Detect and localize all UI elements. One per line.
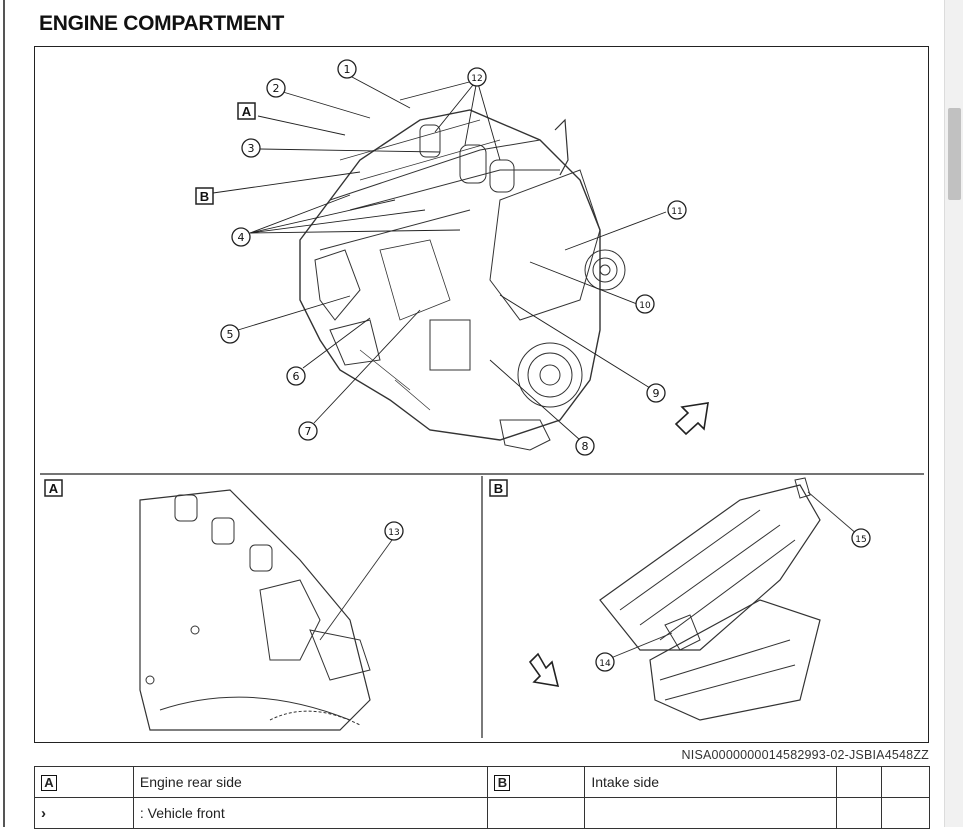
callout-1: 1 — [344, 63, 351, 76]
callout-5: 5 — [227, 328, 234, 341]
legend-cell — [584, 797, 838, 829]
callout-circles — [220, 59, 871, 672]
callout-15: 15 — [855, 535, 866, 545]
engine-block-drawing — [299, 109, 626, 451]
legend-cell — [836, 766, 882, 798]
callout-14: 14 — [599, 659, 611, 669]
legend-cell: Engine rear side — [132, 766, 489, 798]
legend-cell: Intake side — [584, 766, 838, 798]
legend-cell — [836, 797, 882, 829]
callout-13: 13 — [388, 528, 399, 538]
legend-cell: › — [34, 797, 134, 829]
legend-table: A Engine rear side B Intake side › : Veh… — [34, 766, 930, 829]
callout-12: 12 — [471, 74, 482, 84]
callout-6: 6 — [293, 370, 300, 383]
legend-letter-b: B — [494, 774, 511, 791]
legend-cell: A — [34, 766, 134, 798]
vehicle-front-arrow — [674, 402, 709, 436]
vehicle-front-arrow-panel-b — [528, 652, 560, 687]
scrollbar-thumb[interactable] — [948, 108, 961, 200]
legend-cell: : Vehicle front — [132, 797, 489, 829]
callout-10: 10 — [639, 301, 651, 311]
leader-lines — [212, 76, 667, 441]
callout-8: 8 — [582, 440, 589, 453]
panel-b-letter: B — [494, 481, 503, 496]
figure-frame — [34, 46, 929, 743]
view-letter-boxes — [44, 102, 508, 497]
vertical-scrollbar[interactable] — [944, 0, 963, 827]
callout-2: 2 — [273, 82, 280, 95]
legend-cell — [881, 797, 930, 829]
panel-a-drawing — [139, 489, 393, 731]
vehicle-front-icon: › — [41, 804, 46, 822]
callout-3: 3 — [248, 142, 255, 155]
page-title: ENGINE COMPARTMENT — [39, 12, 285, 35]
view-letter-a-main: A — [242, 104, 252, 119]
figure-id: NISA0000000014582993-02-JSBIA4548ZZ — [681, 748, 929, 762]
left-border — [3, 0, 5, 827]
legend-row: A Engine rear side B Intake side — [34, 766, 930, 798]
panel-b-drawing — [599, 477, 859, 721]
legend-cell: B — [487, 766, 586, 798]
callout-9: 9 — [653, 387, 660, 400]
legend-cell — [487, 797, 586, 829]
legend-letter-a: A — [41, 774, 57, 791]
callout-7: 7 — [305, 425, 312, 438]
legend-cell — [881, 766, 930, 798]
callout-4: 4 — [238, 231, 245, 244]
panel-a-letter: A — [49, 481, 59, 496]
view-letter-b-main: B — [200, 189, 209, 204]
callout-11: 11 — [671, 207, 682, 217]
legend-row: › : Vehicle front — [34, 797, 930, 829]
